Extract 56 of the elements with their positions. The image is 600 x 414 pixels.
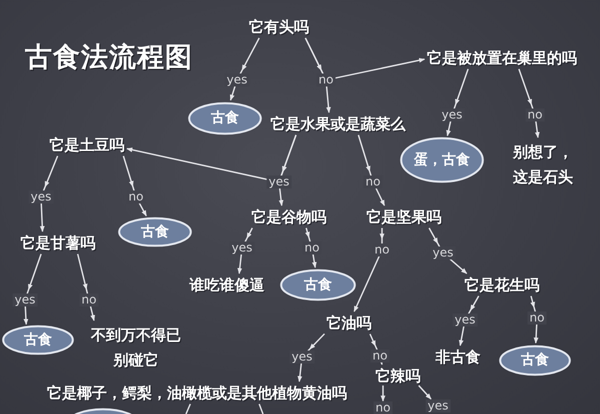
answer-ellipse: 古食 [188, 102, 262, 134]
question-text: 它是被放置在巢里的吗 [427, 49, 577, 67]
question-text: 它是水果或是蔬菜么 [270, 115, 406, 133]
edge-label: no [372, 244, 392, 256]
answer-ellipse: 古食 [280, 269, 356, 301]
edge-label: yes [430, 246, 456, 260]
question-text: 它是谷物吗 [252, 208, 326, 226]
arrow [369, 334, 383, 365]
edge-label: yes [290, 350, 314, 364]
edge-label: no [126, 190, 146, 204]
arrow [126, 134, 297, 183]
answer-ellipse: 古食 [499, 344, 571, 376]
arrow [77, 254, 96, 321]
question-text: 它是甘薯吗 [20, 234, 96, 252]
answer-text: 谁吃谁傻逼 [190, 276, 264, 294]
answer-ellipse: 古食 [118, 217, 192, 247]
edge-label: yes [230, 242, 254, 254]
edge-label: no [302, 242, 322, 254]
question-text: 它油吗 [326, 314, 372, 332]
edge-label: yes [12, 294, 38, 306]
edge-label: yes [440, 108, 464, 122]
question-text: 它是椰子，鳄梨，油橄榄或是其他植物黄油吗 [47, 384, 347, 402]
connector-line [185, 404, 191, 414]
edge-label: yes [224, 74, 250, 86]
answer-ellipse: 蛋，古食 [400, 137, 484, 183]
edge-label: no [80, 294, 98, 306]
arrow [354, 228, 384, 312]
arrow [122, 156, 147, 216]
edge-label: yes [28, 190, 54, 204]
edge-label: no [528, 312, 546, 324]
question-text: 它有头吗 [249, 18, 309, 36]
answer-text: 不到万不得已别碰它 [90, 323, 182, 373]
arrow [530, 296, 538, 344]
arrow [418, 385, 432, 400]
connector-line [258, 404, 264, 414]
question-text: 它是土豆吗 [50, 136, 124, 154]
edge-label: no [370, 350, 390, 362]
answer-text: 非古食 [436, 348, 480, 366]
edge-label: no [374, 402, 392, 414]
edge-label: no [364, 176, 382, 188]
arrow [304, 38, 425, 81]
edge-label: no [316, 74, 336, 86]
arrow [358, 134, 386, 206]
edge-label: yes [452, 314, 478, 326]
edge-label: yes [426, 400, 450, 412]
answer-ellipse: 古食 [2, 325, 74, 355]
answer-text: 别想了，这是石头 [512, 140, 574, 190]
question-text: 它是坚果吗 [366, 208, 442, 226]
question-text: 它辣吗 [376, 367, 420, 385]
edge-label: no [526, 108, 544, 122]
arrow [305, 228, 317, 268]
title: 古食法流程图 [25, 43, 193, 73]
arrow [380, 386, 386, 402]
question-text: 它是花生吗 [464, 276, 540, 294]
edge-label: yes [266, 176, 292, 188]
arrow [518, 68, 540, 138]
